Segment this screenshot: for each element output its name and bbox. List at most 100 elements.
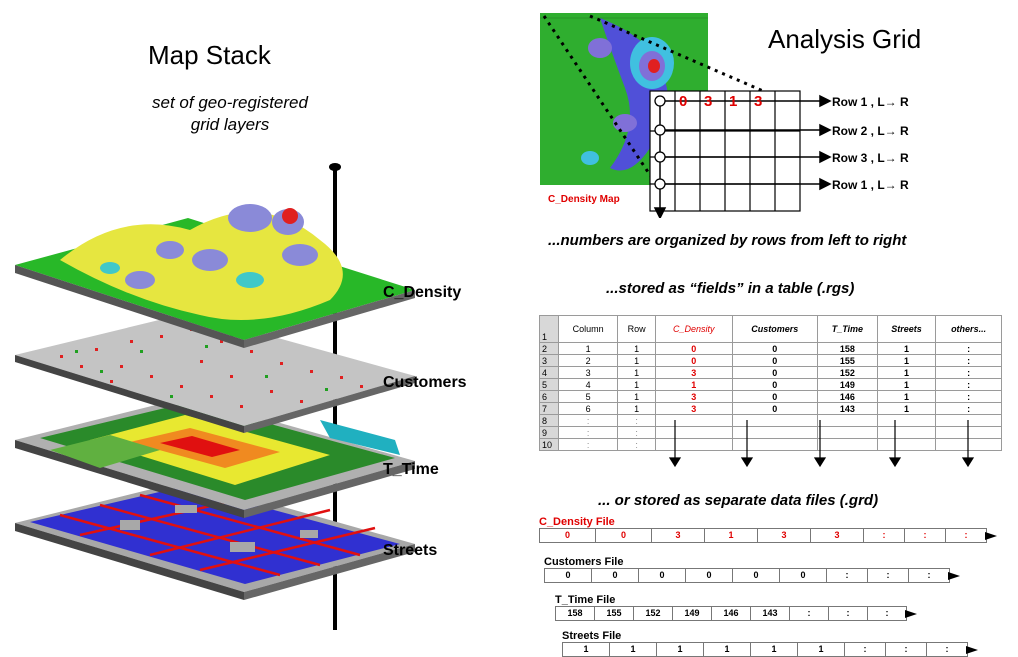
- data-file-value: :: [945, 644, 949, 654]
- data-file-value: :: [964, 530, 968, 540]
- customers-layer: [15, 313, 415, 433]
- analysis-grid-lines: [649, 90, 801, 212]
- caption-table: ...stored as “fields” in a table (.rgs): [606, 280, 855, 297]
- data-file-value: 1: [798, 643, 845, 656]
- data-file-value: 0: [540, 529, 596, 542]
- table-cell: 146: [817, 390, 878, 403]
- map-stack-illustration: [15, 163, 415, 630]
- data-file-title: C_Density File: [539, 516, 615, 528]
- row-number: 4: [539, 366, 559, 379]
- table-header-row: 1 Column Row C_Density Customers T_Time …: [539, 315, 1002, 343]
- row-number-corner: 1: [539, 315, 559, 343]
- table-cell: 0: [731, 378, 819, 391]
- table-cell: 1: [876, 366, 937, 379]
- c-density-layer: [15, 204, 415, 348]
- data-file-value: :: [868, 569, 909, 582]
- data-file-value: 3: [652, 529, 705, 542]
- row-number: 3: [539, 354, 559, 367]
- data-file-value: 0: [592, 569, 639, 582]
- data-file-value: 0: [780, 569, 827, 582]
- table-cell: [876, 438, 937, 451]
- table-cell: 1: [876, 378, 937, 391]
- data-file-arrow: [985, 531, 997, 540]
- table-cell: 1: [876, 390, 937, 403]
- map-stack-subtitle: set of geo-registered grid layers: [140, 92, 320, 136]
- row-label-3: Row 3 , L→ R: [832, 151, 909, 165]
- table-cell: 1: [617, 402, 657, 415]
- row-arrows: [653, 94, 832, 218]
- data-file-value: 1: [657, 643, 704, 656]
- table-cell: :: [935, 354, 1002, 367]
- map-stack-title: Map Stack: [148, 40, 271, 70]
- table-cell: 152: [817, 366, 878, 379]
- data-file-value: :: [905, 529, 946, 542]
- table-cell: 158: [817, 342, 878, 355]
- table-cell: 5: [557, 390, 619, 403]
- data-file-value: 158: [556, 607, 595, 620]
- grid-number-2: 3: [704, 93, 713, 110]
- table-cell: :: [935, 378, 1002, 391]
- grid-number-4: 3: [754, 93, 763, 110]
- data-file-value: :: [927, 570, 931, 580]
- data-file-value: 1: [751, 643, 798, 656]
- header-c-density: C_Density: [655, 315, 733, 343]
- header-column: Column: [557, 315, 619, 343]
- data-file-value: 1: [563, 643, 610, 656]
- table-cell: 1: [876, 402, 937, 415]
- row-number: 2: [539, 342, 559, 355]
- table-cell: 1: [876, 342, 937, 355]
- row-label-4: Row 1 , L→ R: [832, 178, 909, 192]
- table-cell: 1: [876, 354, 937, 367]
- data-file-value: :: [885, 608, 889, 618]
- row-number: 10: [539, 438, 559, 451]
- table-cell: 0: [731, 342, 819, 355]
- grid-number-1: 0: [679, 93, 688, 110]
- row-number: 6: [539, 390, 559, 403]
- header-others: others...: [935, 315, 1002, 343]
- data-file-value: :: [864, 529, 905, 542]
- table-cell: 1: [557, 342, 619, 355]
- data-file-value: :: [790, 607, 829, 620]
- table-cell: 155: [817, 354, 878, 367]
- table-row: 10::: [539, 438, 1002, 451]
- header-t-time: T_Time: [817, 315, 878, 343]
- data-file-value: 149: [673, 607, 712, 620]
- table-cell: 0: [731, 390, 819, 403]
- data-file-title: Streets File: [562, 630, 622, 642]
- table-cell: :: [557, 438, 619, 451]
- streets-layer: [15, 480, 415, 600]
- table-cell: :: [935, 402, 1002, 415]
- table-cell: 149: [817, 378, 878, 391]
- table-cell: 3: [655, 390, 733, 403]
- row-number: 8: [539, 414, 559, 427]
- table-cell: :: [935, 342, 1002, 355]
- data-file-value: 1: [705, 529, 758, 542]
- row-number: 7: [539, 402, 559, 415]
- header-row: Row: [617, 315, 657, 343]
- grid-number-3: 1: [729, 93, 738, 110]
- table-cell: 2: [557, 354, 619, 367]
- table-cell: 1: [617, 354, 657, 367]
- data-file-value: 143: [751, 607, 790, 620]
- pole-top: [329, 163, 341, 171]
- table-cell: 6: [557, 402, 619, 415]
- density-map-label: C_Density Map: [548, 194, 620, 205]
- data-file-value: 0: [686, 569, 733, 582]
- table-cell: 0: [655, 354, 733, 367]
- row-number: 9: [539, 426, 559, 439]
- data-file-arrow: [905, 609, 917, 618]
- data-file-value: 0: [639, 569, 686, 582]
- table-cell: 0: [731, 402, 819, 415]
- subtitle-line-2: grid layers: [190, 115, 270, 134]
